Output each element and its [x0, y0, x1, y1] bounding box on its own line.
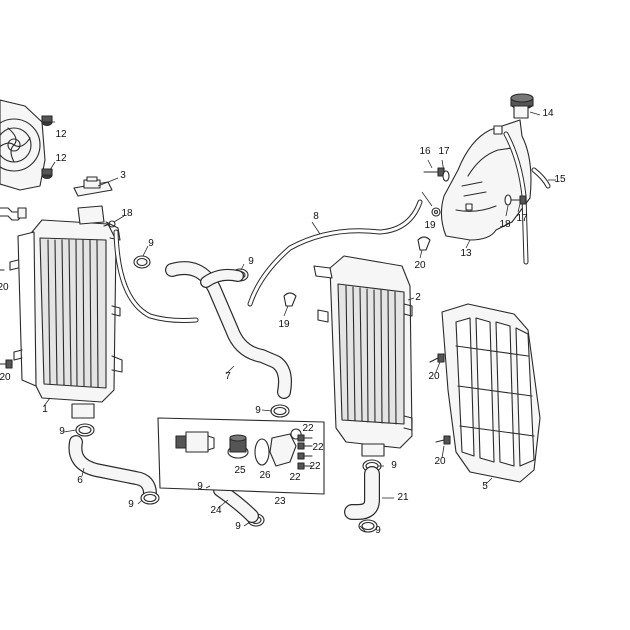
left-radiator — [9, 205, 123, 419]
callout-9a: 9 — [148, 238, 154, 249]
callout-16a: 16 — [419, 146, 431, 157]
callout-6: 6 — [77, 475, 83, 486]
callout-17a: 17 — [438, 146, 450, 157]
clip-19b — [417, 236, 431, 251]
clip-19a — [283, 292, 297, 307]
callout-23: 23 — [274, 496, 286, 507]
kit-part-housing — [269, 428, 302, 467]
callout-24: 24 — [210, 505, 222, 516]
callout-9d: 9 — [128, 499, 134, 510]
callout-1: 1 — [42, 404, 48, 415]
kit-part-plug — [175, 431, 215, 453]
fan-connector — [0, 207, 27, 221]
callout-9h: 9 — [391, 460, 397, 471]
callout-26: 26 — [259, 470, 271, 481]
grommet-12b — [41, 168, 53, 180]
callout-20a: 20 — [0, 282, 9, 293]
callout-18b: 19 — [424, 220, 436, 231]
right-radiator — [313, 255, 413, 457]
bolt-20c — [429, 353, 445, 363]
callout-22c: 22 — [309, 461, 321, 472]
callout-9g: 9 — [235, 521, 241, 532]
hose-clamp-9a — [133, 255, 151, 269]
callout-15: 15 — [554, 174, 566, 185]
callout-22b: 22 — [312, 442, 324, 453]
callout-9b: 9 — [248, 256, 254, 267]
callout-13: 13 — [460, 248, 472, 259]
screw-18a — [103, 220, 116, 228]
callout-5: 5 — [482, 481, 488, 492]
callout-9c: 9 — [59, 426, 65, 437]
callout-20b: 20 — [0, 372, 11, 383]
callout-22d: 22 — [289, 472, 301, 483]
leader-lines — [43, 111, 556, 533]
hose-clamp-9d — [140, 491, 160, 505]
hose-21 — [344, 466, 380, 520]
hose-8 — [247, 199, 423, 307]
kit-screws-22 — [297, 434, 313, 470]
grommet-12a — [41, 115, 53, 127]
hose-7 — [165, 261, 292, 399]
callout-25: 25 — [234, 465, 246, 476]
callout-17b: 18 — [499, 219, 511, 230]
callout-19a: 19 — [278, 319, 290, 330]
expansion-tank — [440, 119, 532, 241]
bolt-16a — [423, 167, 445, 177]
callout-14: 14 — [542, 108, 554, 119]
callout-12b: 12 — [55, 153, 67, 164]
hose-clamp-9e — [270, 404, 290, 418]
cooling-fan — [0, 99, 46, 191]
kit-part-oring-26 — [254, 438, 270, 466]
callout-9i: 9 — [375, 525, 381, 536]
hose-clamp-9c — [75, 423, 95, 437]
callout-20c: 20 — [428, 371, 440, 382]
tank-cap — [510, 93, 534, 119]
washer-17b — [504, 194, 512, 206]
bolt-20d — [435, 435, 451, 445]
hose-24 — [213, 483, 259, 523]
callout-12a: 12 — [55, 129, 67, 140]
washer-17a — [442, 170, 450, 182]
callout-9e: 9 — [255, 405, 261, 416]
bolt-20a — [0, 359, 13, 369]
radiator-guard — [441, 303, 541, 483]
kit-part-thermostat-25 — [227, 434, 249, 459]
radiator-cap — [73, 176, 113, 197]
callout-8: 8 — [313, 211, 319, 222]
callout-19b: 20 — [414, 260, 426, 271]
callout-2: 2 — [415, 292, 421, 303]
callout-18a: 18 — [121, 208, 133, 219]
callout-9f: 9 — [197, 481, 203, 492]
overflow-hose-left — [113, 229, 199, 323]
screw-18b — [431, 207, 441, 217]
hose-6 — [68, 435, 157, 501]
callout-20d: 20 — [434, 456, 446, 467]
callout-22a: 22 — [302, 423, 314, 434]
callout-3: 3 — [120, 170, 126, 181]
callout-21: 21 — [397, 492, 409, 503]
callout-7: 7 — [225, 371, 231, 382]
callout-16b: 17 — [516, 213, 528, 224]
